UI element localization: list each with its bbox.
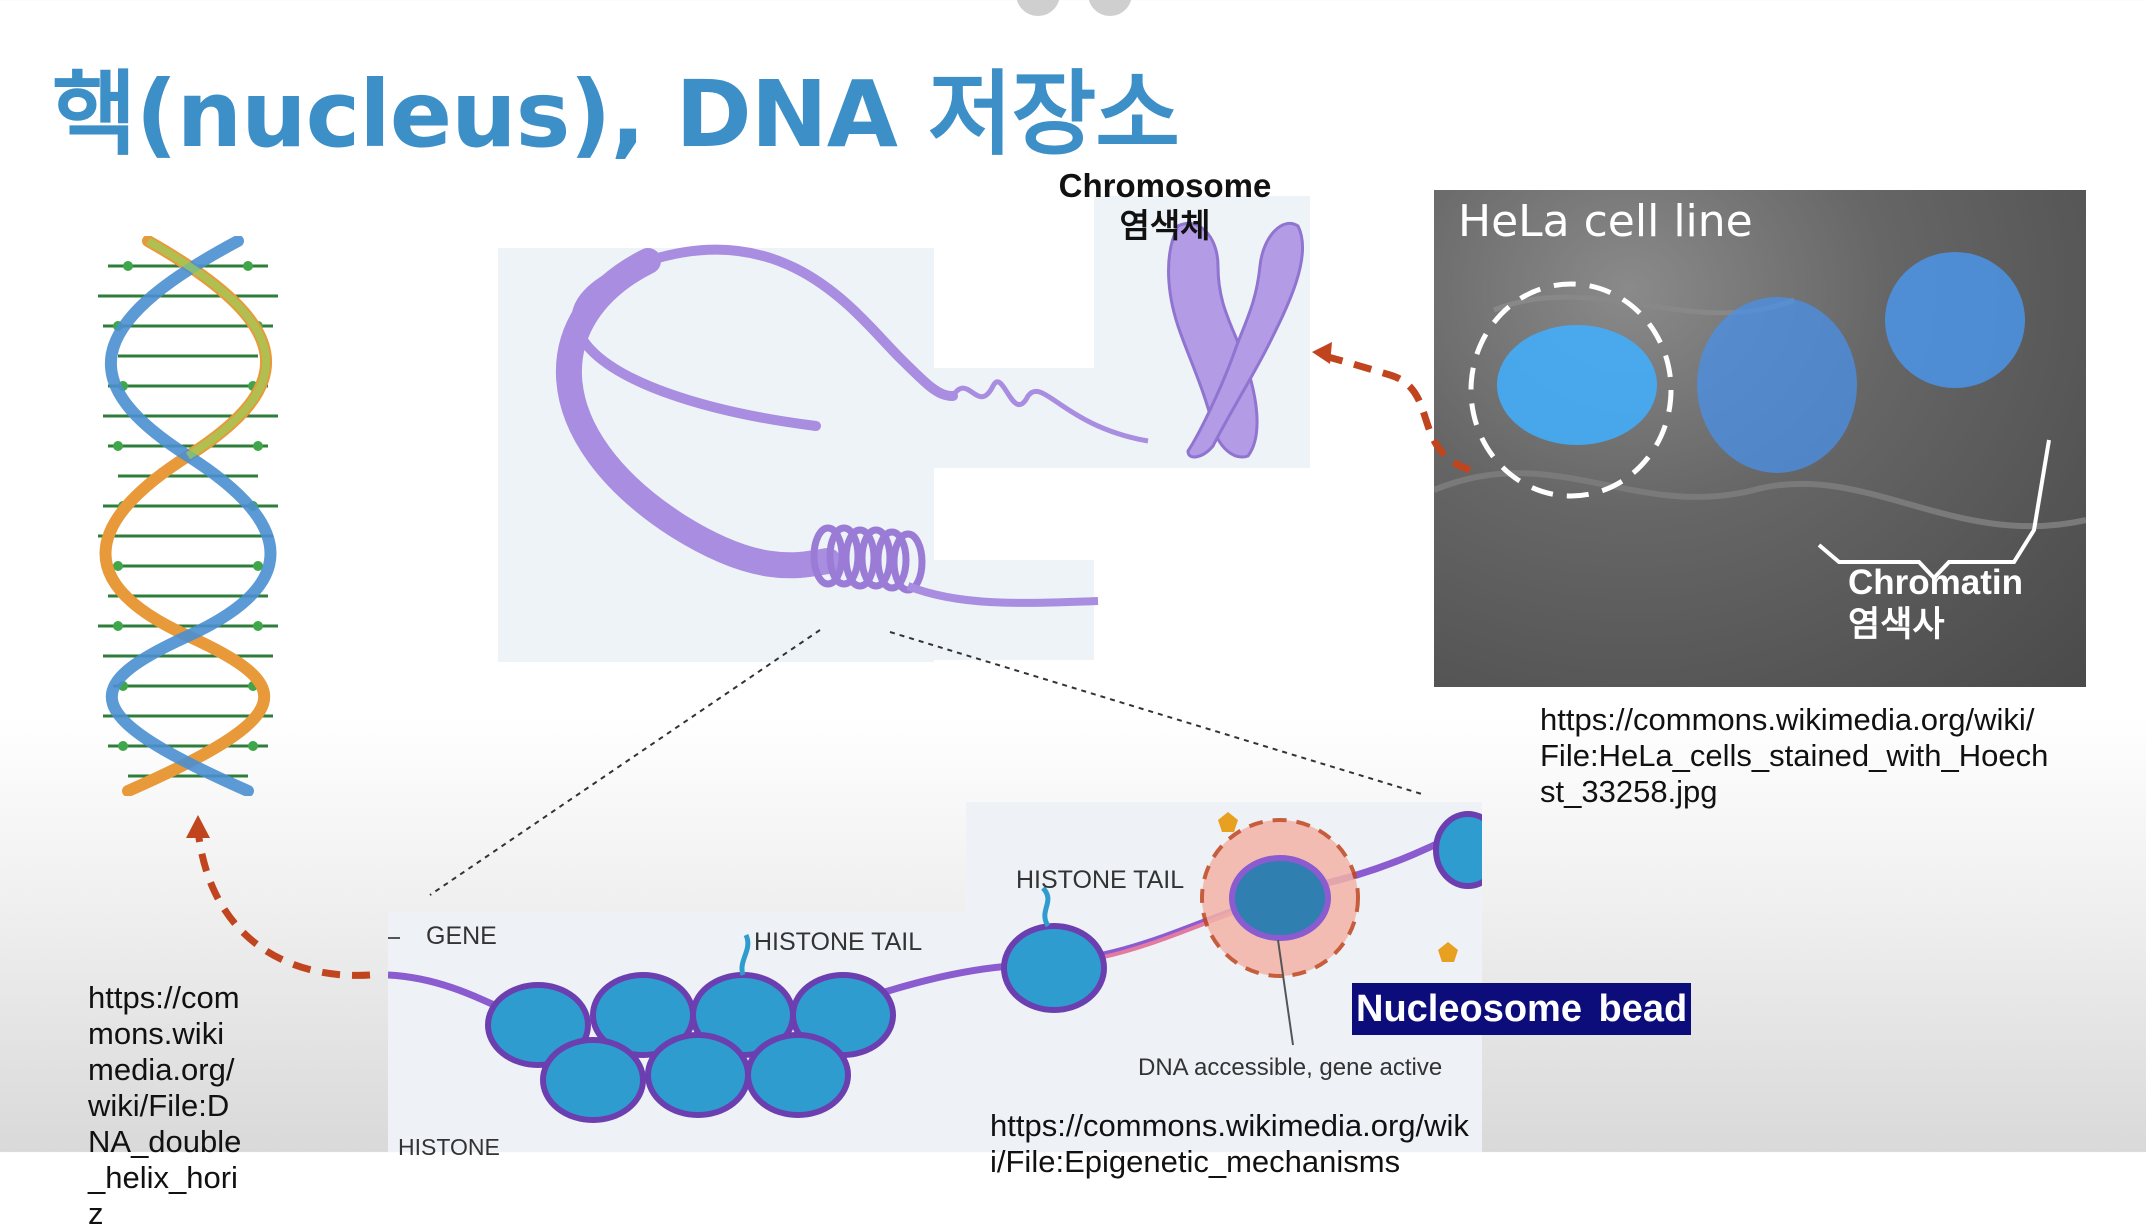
slide-title: 핵(nucleus), DNA 저장소 <box>52 61 1180 168</box>
dna-coil-panel-lower <box>934 560 1094 660</box>
histone-label: HISTONE <box>398 1134 500 1160</box>
slide-decor-dot <box>1088 0 1132 16</box>
nucleosome-bead-label: Nucleosome bead <box>1352 983 1692 1035</box>
hela-cell-photo: HeLa cell line Chromatin 염색사 <box>1434 190 2086 687</box>
nucleosome-illustration <box>388 811 1482 1123</box>
arrow-hela-to-chromosome <box>1312 342 1472 474</box>
slide-decor-dot <box>1016 0 1060 16</box>
chromatin-label: Chromatin 염색사 <box>1848 562 2023 646</box>
chromosome-label-ko: 염색체 <box>1119 207 1211 244</box>
nucleosome-source-url[interactable]: https://commons.wikimedia.org/wiki/File:… <box>990 1108 1469 1179</box>
hela-cells-drawing <box>1434 252 2086 581</box>
histone-tail-label: HISTONE TAIL <box>1016 866 1185 894</box>
gene-label: GENE <box>426 922 497 950</box>
arrow-nucleosome-to-dna <box>186 815 371 979</box>
chromosome-label: Chromosome 염색체 <box>1040 166 1290 246</box>
chromosome-label-en: Chromosome <box>1058 167 1272 204</box>
dna-coil-illustration <box>555 222 1304 607</box>
dna-double-helix-image <box>98 236 278 796</box>
chromatin-label-ko: 염색사 <box>1848 605 1945 644</box>
zoom-guide-lines <box>429 629 1426 896</box>
dna-helix-source-url[interactable]: https://commons.wikimedia.org/wiki/File:… <box>88 980 242 1231</box>
histone-tail-label: HISTONE TAIL <box>754 928 923 956</box>
chromatin-label-en: Chromatin <box>1848 563 2023 602</box>
hela-title: HeLa cell line <box>1458 196 1753 247</box>
dna-coil-panel-extension <box>934 368 1094 468</box>
hela-source-url[interactable]: https://commons.wikimedia.org/wiki/File:… <box>1540 702 2049 809</box>
dna-accessible-label: DNA accessible, gene active <box>1138 1054 1443 1081</box>
